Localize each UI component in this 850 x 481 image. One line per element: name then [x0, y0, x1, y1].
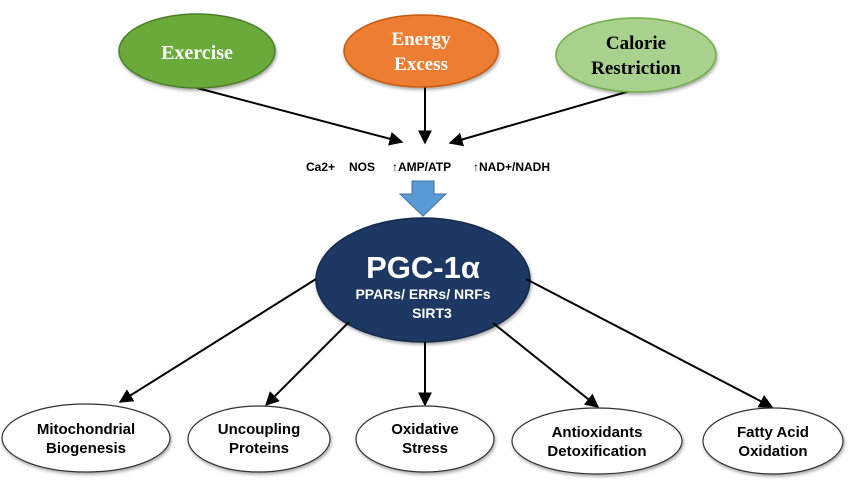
big-down-arrow: [398, 180, 448, 217]
node-mitochondrial-biogenesis: Mitochondrial Biogenesis: [1, 403, 171, 473]
calorie-restriction-oval: [555, 17, 717, 93]
energy-excess-oval: [343, 14, 499, 88]
signal-ca: Ca2+: [306, 160, 335, 174]
energy-excess-label-line2: Excess: [394, 54, 448, 75]
node-exercise: Exercise: [118, 13, 276, 89]
exercise-label: Exercise: [161, 42, 233, 64]
node-calorie-restriction: Calorie Restriction: [555, 17, 717, 93]
uncoupling-proteins-line2: Proteins: [229, 440, 289, 457]
node-energy-excess: Energy Excess: [343, 14, 499, 88]
calorie-restriction-label-line2: Restriction: [591, 58, 681, 79]
arrow-to-fatty-acid-oxidation: [525, 278, 774, 408]
fatty-acid-oxidation-line2: Oxidation: [738, 443, 807, 460]
arrow-to-mitochondrial-biogenesis: [118, 278, 317, 403]
arrow-to-antioxidants-detoxification: [492, 322, 600, 408]
node-antioxidants-detoxification: Antioxidants Detoxification: [511, 407, 683, 475]
mitochondrial-biogenesis-line1: Mitochondrial: [37, 421, 135, 438]
mitochondrial-biogenesis-oval: [1, 403, 171, 473]
arrow-exercise: [196, 87, 404, 146]
fatty-acid-oxidation-oval: [702, 407, 844, 475]
oxidative-stress-line1: Oxidative: [391, 421, 459, 438]
signal-nad-nadh: ↑NAD+/NADH: [473, 160, 550, 174]
signal-amp-atp: ↑AMP/ATP: [392, 160, 451, 174]
oxidative-stress-line2: Stress: [402, 440, 448, 457]
oxidative-stress-oval: [355, 405, 495, 473]
antioxidants-detoxification-line1: Antioxidants: [552, 424, 643, 441]
node-oxidative-stress: Oxidative Stress: [355, 405, 495, 473]
arrow-calorie-restriction: [448, 90, 631, 147]
antioxidants-detoxification-oval: [511, 407, 683, 475]
node-fatty-acid-oxidation: Fatty Acid Oxidation: [702, 407, 844, 475]
pgc1a-targets: PPARs/ ERRs/ NRFs: [355, 286, 490, 302]
uncoupling-proteins-oval: [187, 405, 331, 473]
mitochondrial-biogenesis-line2: Biogenesis: [46, 440, 126, 457]
arrow-to-uncoupling-proteins: [265, 321, 350, 406]
exercise-oval: [118, 13, 276, 89]
calorie-restriction-label-line1: Calorie: [606, 33, 666, 54]
energy-excess-label-line1: Energy: [391, 29, 451, 50]
node-pgc1a: PGC-1α PPARs/ ERRs/ NRFs SIRT3: [315, 217, 531, 343]
pgc1a-title: PGC-1α: [366, 250, 480, 285]
node-uncoupling-proteins: Uncoupling Proteins: [187, 405, 331, 473]
pgc1a-sirt3: SIRT3: [412, 305, 452, 321]
signal-nos: NOS: [349, 160, 375, 174]
antioxidants-detoxification-line2: Detoxification: [547, 443, 646, 460]
fatty-acid-oxidation-line1: Fatty Acid: [737, 424, 809, 441]
uncoupling-proteins-line1: Uncoupling: [218, 421, 301, 438]
